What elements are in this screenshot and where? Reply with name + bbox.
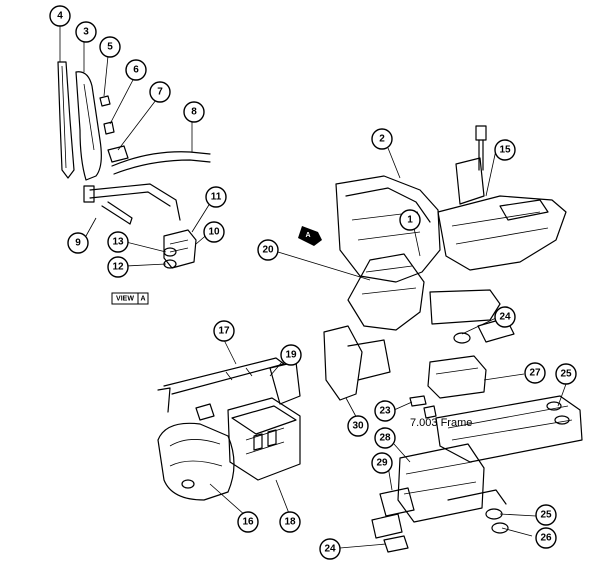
svg-text:3: 3 [83,27,89,38]
svg-text:25: 25 [540,510,552,521]
svg-text:2: 2 [379,134,385,145]
svg-text:23: 23 [379,406,391,417]
svg-text:16: 16 [242,517,254,528]
callout-6: 6 [125,59,147,81]
svg-text:25: 25 [560,369,572,380]
callout-18: 18 [279,511,301,533]
svg-text:10: 10 [208,227,220,238]
callout-24-lower: 24 [319,538,341,560]
callout-4: 4 [49,5,71,27]
svg-text:A: A [140,296,145,303]
callout-7: 7 [149,81,171,103]
callout-30: 30 [347,415,369,437]
callout-17: 17 [213,320,235,342]
callout-10: 10 [203,221,225,243]
callout-1: 1 [399,209,421,231]
callout-26: 26 [535,527,557,549]
callout-23: 23 [374,400,396,422]
lower-left-components [157,357,301,501]
svg-text:7: 7 [157,87,163,98]
callout-29: 29 [371,452,393,474]
callout-27: 27 [524,362,546,384]
svg-text:24: 24 [499,312,511,323]
frame-label: 7.003 Frame [410,417,472,429]
callout-5: 5 [99,36,121,58]
svg-text:19: 19 [285,350,297,361]
callout-11: 11 [205,186,227,208]
view-arrow-a: A [298,226,322,246]
view-a-label: VIEW A [111,292,149,305]
callout-13: 13 [107,231,129,253]
callout-25-lower: 25 [535,504,557,526]
svg-text:17: 17 [218,326,230,337]
svg-text:26: 26 [540,533,552,544]
callout-20: 20 [257,239,279,261]
svg-text:9: 9 [75,238,81,249]
leader-lines [59,26,567,549]
callout-8: 8 [183,101,205,123]
svg-text:4: 4 [57,11,63,22]
svg-text:15: 15 [499,145,511,156]
callout-28: 28 [374,427,396,449]
svg-text:5: 5 [107,42,113,53]
callout-15: 15 [494,139,516,161]
callout-12: 12 [107,256,129,278]
view-a-detail: VIEW A [57,61,211,305]
svg-text:VIEW: VIEW [116,296,134,303]
svg-text:28: 28 [379,433,391,444]
svg-text:27: 27 [529,368,541,379]
callout-2: 2 [371,128,393,150]
svg-text:11: 11 [211,192,222,203]
svg-text:18: 18 [284,517,296,528]
svg-text:12: 12 [112,262,124,273]
svg-text:24: 24 [324,544,336,555]
svg-text:A: A [305,232,310,239]
svg-text:30: 30 [352,421,364,432]
callout-3: 3 [75,21,97,43]
svg-text:13: 13 [112,237,124,248]
callout-16: 16 [237,511,259,533]
callout-9: 9 [67,232,89,254]
svg-text:6: 6 [133,65,139,76]
svg-text:29: 29 [376,458,388,469]
callout-19: 19 [280,344,302,366]
callout-25-upper: 25 [555,363,577,385]
svg-text:1: 1 [407,215,413,226]
pedal-bracket-assembly: 7.003 Frame [323,125,583,553]
svg-text:20: 20 [262,245,274,256]
svg-text:8: 8 [191,107,197,118]
callout-24-upper: 24 [494,306,516,328]
